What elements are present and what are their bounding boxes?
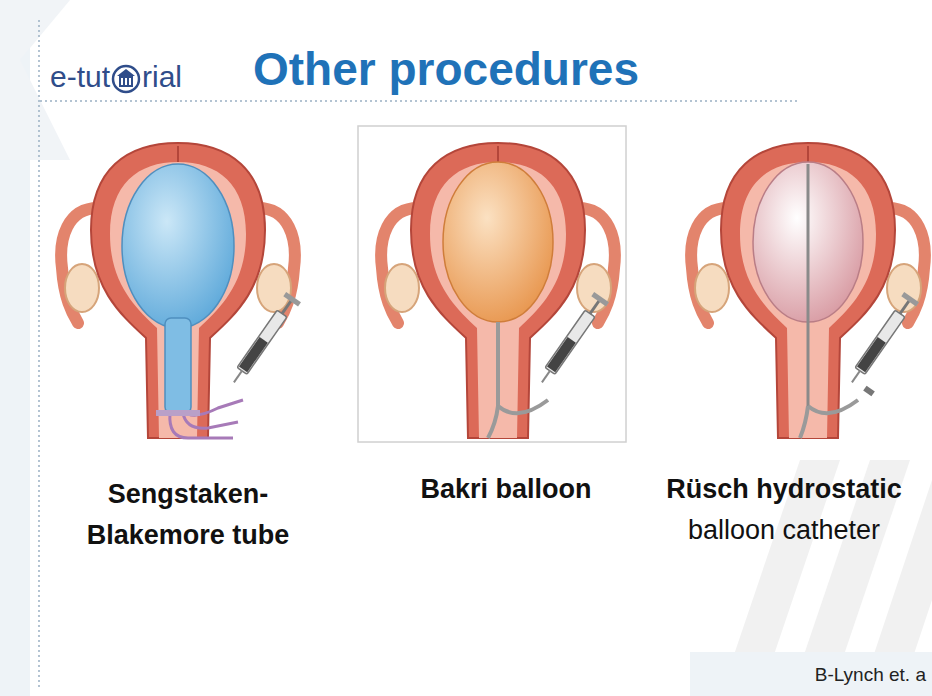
figure-caption: Bakri balloon [420,474,591,505]
logo-icon [111,64,141,94]
logo-text: e-tut [50,60,110,94]
slide-title: Other procedures [253,42,639,96]
figure-caption: Sengstaken- Blakemore tube [63,474,313,555]
logo-text: rial [142,60,182,94]
figure-caption: balloon catheter [688,515,880,546]
figure-caption: Rüsch hydrostatic [666,474,902,505]
citation: B-Lynch et. a [815,664,926,686]
